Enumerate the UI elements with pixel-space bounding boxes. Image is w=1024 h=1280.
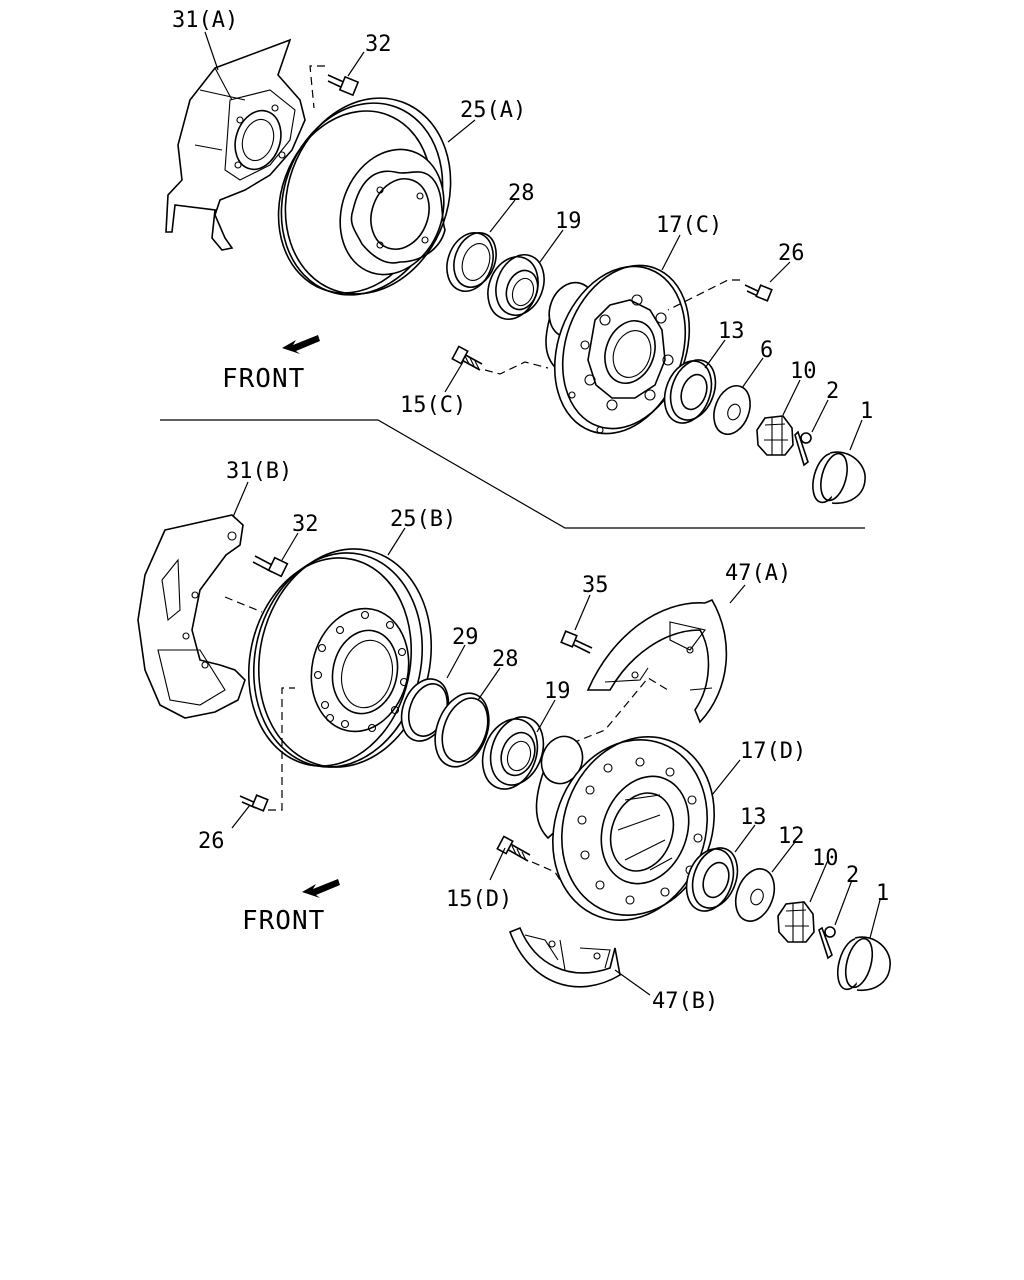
upper-assembly: FRONT 31(A) 32 25(A) 28 19 17(C) 26 15(C… — [165, 8, 873, 505]
lower-bearing-19 — [481, 716, 545, 790]
lower-nut-10 — [777, 901, 815, 943]
lower-stud — [496, 835, 566, 889]
upper-brake-disc — [277, 97, 452, 296]
label-32-upper: 32 — [365, 32, 392, 57]
label-32-lower: 32 — [292, 512, 319, 537]
upper-front-arrow — [282, 335, 320, 354]
label-31a: 31(A) — [172, 8, 238, 33]
label-1-upper: 1 — [860, 399, 873, 424]
lower-assembly: FRONT 31(B) 32 25(B) 29 28 19 35 47(A) 1… — [137, 459, 891, 1014]
lower-cotter-pin-2 — [818, 926, 836, 960]
upper-stud — [451, 345, 549, 375]
section-divider — [160, 419, 865, 529]
label-2-lower: 2 — [846, 863, 859, 888]
upper-bearing-13 — [663, 359, 717, 424]
upper-oil-seal — [446, 232, 497, 292]
lower-cover-47a — [559, 598, 728, 749]
label-6: 6 — [760, 338, 773, 363]
lower-front-label: FRONT — [242, 906, 325, 936]
lower-hub-cap-1 — [836, 936, 891, 991]
lower-hub — [535, 735, 715, 921]
upper-cotter-pin-2 — [794, 430, 812, 467]
upper-bearing-19 — [487, 254, 545, 320]
label-17c: 17(C) — [656, 213, 722, 238]
label-13-lower: 13 — [740, 805, 767, 830]
upper-bolt-32 — [309, 65, 360, 109]
upper-dust-cover — [165, 38, 306, 251]
label-47b: 47(B) — [652, 989, 718, 1014]
label-2-upper: 2 — [826, 379, 839, 404]
label-17d: 17(D) — [740, 739, 806, 764]
label-47a: 47(A) — [725, 561, 791, 586]
lower-dust-cover — [137, 514, 246, 719]
label-25b: 25(B) — [390, 507, 456, 532]
label-19-upper: 19 — [555, 209, 582, 234]
label-12: 12 — [778, 824, 805, 849]
lower-bearing-13 — [685, 847, 739, 912]
label-13-upper: 13 — [718, 319, 745, 344]
label-1-lower: 1 — [876, 881, 889, 906]
lower-oil-seal — [434, 692, 490, 768]
upper-hub-cap-1 — [812, 451, 866, 505]
label-29: 29 — [452, 625, 479, 650]
label-26-lower: 26 — [198, 829, 225, 854]
lower-washer-12 — [734, 868, 776, 922]
label-35: 35 — [582, 573, 609, 598]
label-25a: 25(A) — [460, 98, 526, 123]
label-31b: 31(B) — [226, 459, 292, 484]
upper-hub — [545, 264, 691, 435]
lower-bolt-32 — [252, 555, 289, 578]
lower-front-arrow — [302, 879, 340, 898]
lower-bolt-26 — [239, 687, 295, 812]
lower-brake-disc — [224, 548, 433, 768]
label-15d: 15(D) — [446, 887, 512, 912]
lower-cover-47b — [508, 926, 621, 988]
label-26-upper: 26 — [778, 241, 805, 266]
label-10-upper: 10 — [790, 359, 817, 384]
upper-washer-6 — [713, 384, 751, 436]
label-28-lower: 28 — [492, 647, 519, 672]
upper-front-label: FRONT — [222, 364, 305, 394]
label-10-lower: 10 — [812, 846, 839, 871]
label-28-upper: 28 — [508, 181, 535, 206]
upper-bolt-26 — [667, 279, 773, 311]
label-19-lower: 19 — [544, 679, 571, 704]
label-15c: 15(C) — [400, 393, 466, 418]
upper-nut-10 — [756, 415, 794, 456]
lower-bolt-35 — [560, 630, 593, 654]
